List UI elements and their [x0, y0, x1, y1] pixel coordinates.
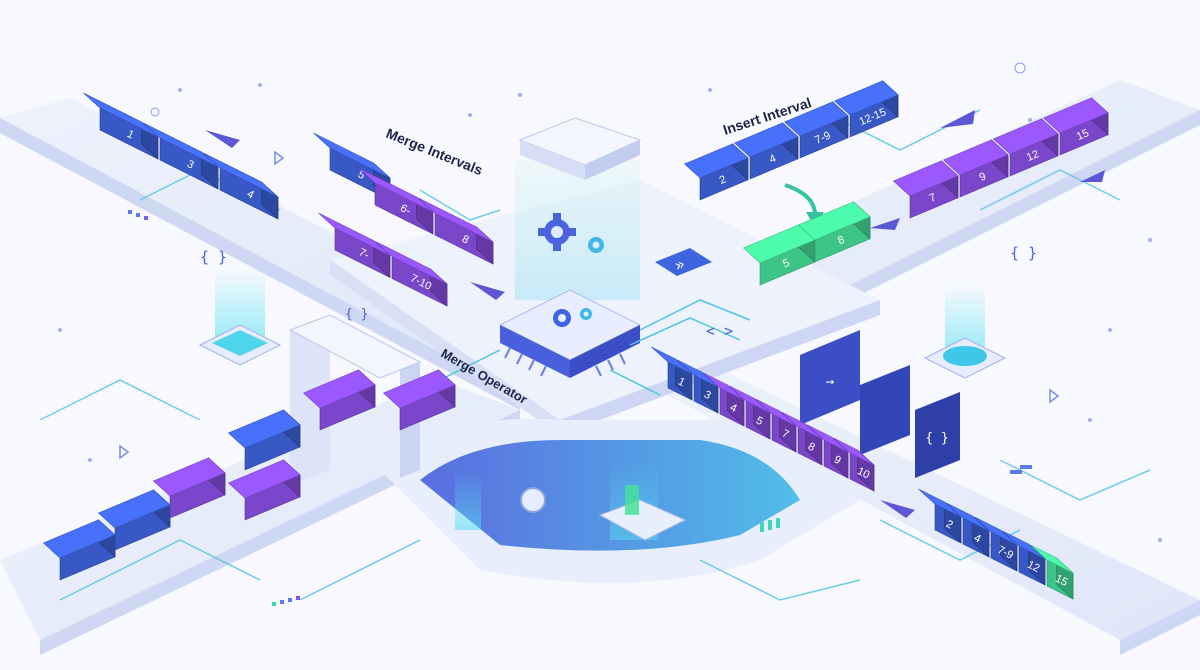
- insert-new-block: 5: [742, 224, 816, 286]
- merge-input-mid-block-label: 8: [460, 233, 471, 246]
- result-cabinets: → { }: [800, 330, 960, 478]
- merged-row-block-label: 1: [676, 376, 687, 389]
- input-left-block: 4: [203, 152, 279, 220]
- merged-row-block: 3: [677, 359, 719, 414]
- input-left-block: 3: [143, 122, 219, 190]
- braces-icon: { }: [1010, 244, 1037, 262]
- arrow-right-icon: →: [826, 374, 834, 390]
- decor-block: [227, 409, 301, 471]
- merged-row-block-label: 3: [702, 389, 713, 402]
- input-left-block: 1: [83, 92, 159, 160]
- output-top-right-block: 9: [942, 139, 1009, 198]
- code-brackets-icon: < >: [706, 322, 733, 340]
- merged-row-block: 4: [703, 372, 745, 427]
- result-bottom-right-block-label: 15: [1053, 573, 1069, 589]
- merge-input-mid-block: 8: [418, 197, 494, 265]
- insert-new-block-label: 5: [781, 257, 791, 270]
- merge-input-bottom-block: 7-: [318, 212, 391, 279]
- merge-input-top-block-label: 5: [356, 169, 367, 182]
- merged-row-block-label: 8: [806, 441, 817, 454]
- double-chevron-panel: »: [655, 248, 712, 276]
- gear-pillar: [515, 117, 642, 300]
- output-top-right-block-label: 12: [1025, 148, 1041, 164]
- decorative-rings: [150, 62, 1026, 117]
- chip-gear-icon: [553, 308, 592, 327]
- decor-block: [302, 369, 376, 431]
- decorative-dashes: [128, 210, 1032, 606]
- insert-row-block: 4: [734, 122, 799, 180]
- merge-operator-chip: [498, 289, 642, 378]
- braces-icon: { }: [345, 307, 368, 322]
- output-top-right-block-label: 15: [1075, 127, 1091, 143]
- merge-intervals-label: Merge Intervals: [384, 125, 485, 178]
- result-bottom-right-block: 2: [918, 488, 962, 544]
- input-left-block-label: 4: [245, 188, 256, 201]
- merged-row-block: 10: [833, 437, 875, 492]
- merged-row-block-label: 4: [728, 402, 739, 415]
- result-bottom-right-block-label: 12: [1025, 559, 1041, 575]
- chip-traces: [439, 299, 751, 396]
- merged-row-block: 5: [729, 385, 771, 440]
- output-top-right-block: 15: [1042, 97, 1109, 156]
- gear-icon: [538, 213, 604, 253]
- insert-row-block-label: 2: [718, 173, 728, 186]
- interval-blocks: 13456-87-7-10247-912-1579121558134578910…: [42, 80, 1109, 600]
- braces-icon: { }: [200, 248, 227, 266]
- decor-block: [227, 459, 301, 521]
- result-bottom-right-block: 15: [1030, 544, 1074, 600]
- decorative-triangles: [119, 150, 1060, 460]
- merged-row-block: 7: [755, 398, 797, 453]
- output-top-right-block: 7: [892, 160, 959, 219]
- merged-row-block: 9: [807, 424, 849, 479]
- insert-row-block-label: 7-9: [813, 130, 832, 147]
- result-bottom-right-block: 7-9: [974, 516, 1018, 572]
- output-top-right-block-label: 7: [928, 191, 938, 204]
- insert-row-block: 7-9: [784, 101, 849, 159]
- result-bottom-right-block-label: 4: [972, 532, 983, 545]
- decor-block: [152, 457, 226, 519]
- insert-new-block-label: 8: [836, 234, 846, 247]
- merge-input-bottom-block: 7-10: [375, 241, 448, 307]
- insert-row-block: 2: [684, 143, 749, 201]
- right-glow-pad: [923, 285, 1007, 379]
- result-bottom-right-block-label: 2: [944, 518, 955, 531]
- merged-row-block-label: 9: [832, 454, 843, 467]
- merge-input-mid-block: 6-: [358, 167, 434, 235]
- braces-icon: { }: [925, 431, 948, 446]
- insert-row-block-label: 4: [768, 152, 778, 165]
- output-top-right-block: 12: [992, 118, 1059, 177]
- merged-row-block-label: 10: [855, 465, 871, 481]
- insert-row-block: 12-15: [834, 80, 899, 138]
- input-left-block-label: 3: [185, 158, 196, 171]
- merged-row-block-label: 5: [754, 415, 765, 428]
- input-left-block-label: 1: [125, 128, 136, 141]
- merged-row-block: 8: [781, 411, 823, 466]
- merged-row-block: 1: [651, 346, 693, 401]
- decor-block: [42, 519, 116, 581]
- result-bottom-right-block: 4: [946, 502, 990, 558]
- decor-block: [382, 369, 456, 431]
- merged-row-block-label: 7: [780, 428, 791, 441]
- green-pedestal: [598, 485, 687, 541]
- result-bottom-right-block: 12: [1002, 530, 1046, 586]
- insert-new-block: 8: [797, 201, 871, 263]
- left-glow-pad: [198, 268, 282, 366]
- flow-arrows: [205, 110, 1105, 518]
- circuit-traces: [39, 109, 1151, 601]
- decorative-dots: [58, 83, 1162, 542]
- output-top-right-block-label: 9: [978, 170, 988, 183]
